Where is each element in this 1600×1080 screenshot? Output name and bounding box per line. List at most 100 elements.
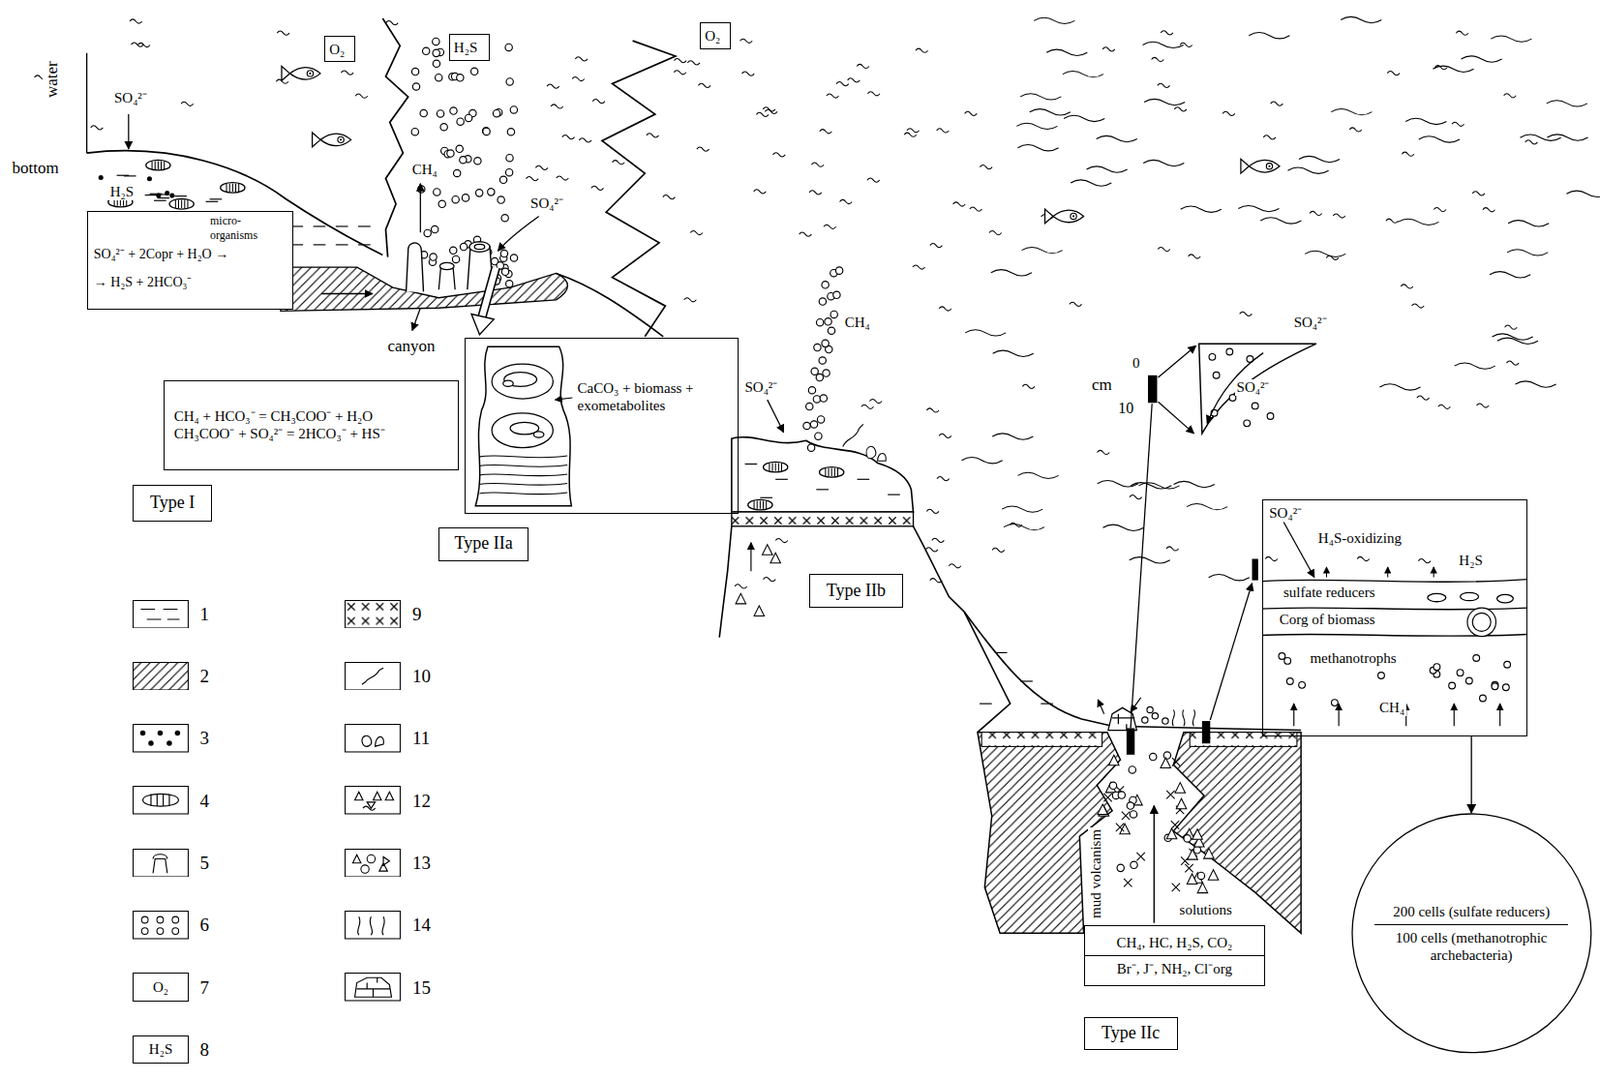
- annotation-label: canyon: [385, 336, 437, 357]
- worm-stripe: [778, 462, 780, 471]
- water-tilde: [1386, 218, 1399, 223]
- water-tilde: [925, 547, 938, 552]
- debris-triangle: [1109, 754, 1120, 766]
- carbonate-nodule: [503, 380, 514, 387]
- flux-arrow: [1433, 567, 1435, 578]
- carbonate-layer: [479, 474, 568, 477]
- methanotroph: [1479, 694, 1487, 702]
- water-tilde: [936, 477, 950, 482]
- mud-clast: [1129, 811, 1137, 818]
- water-tilde: [646, 133, 660, 138]
- worm-stripe: [154, 161, 156, 170]
- water-tilde: [1188, 254, 1202, 259]
- water-tilde: [1504, 93, 1517, 98]
- fish-pupil: [339, 138, 342, 141]
- water-wave: [1017, 145, 1058, 151]
- debris-triangle: [770, 552, 782, 564]
- text-box: H₂S: [449, 33, 490, 61]
- debris-triangle: [1160, 757, 1172, 769]
- worm-stripe: [175, 200, 177, 209]
- dash: [775, 479, 788, 481]
- water-tilde: [930, 242, 943, 247]
- water-tilde: [938, 433, 952, 438]
- water-tilde: [129, 19, 143, 24]
- legend-swatch: [344, 600, 401, 630]
- water-tilde: [840, 199, 853, 204]
- water-wave: [993, 350, 1034, 357]
- gas-bubble: [1226, 348, 1234, 356]
- worm-stripe: [160, 161, 162, 170]
- dash: [759, 497, 773, 499]
- swatch-frame: [133, 600, 189, 628]
- water-tilde: [1472, 191, 1485, 196]
- hollow-arrow-head: [471, 314, 494, 335]
- water-tilde: [612, 160, 626, 165]
- dash: [745, 463, 758, 465]
- cell-count-circle: 200 cells (sulfate reducers)100 cells (m…: [1351, 813, 1593, 1055]
- worm-stripe: [229, 183, 231, 192]
- water-wave: [1489, 271, 1531, 278]
- organism: [866, 446, 886, 461]
- water-tilde: [592, 98, 605, 103]
- gas-bubble: [440, 123, 448, 131]
- methane-arrow: [1453, 703, 1455, 726]
- water-wave: [1304, 250, 1346, 257]
- water-wave: [1017, 472, 1058, 479]
- water-tilde: [1387, 70, 1400, 75]
- gas-bubble: [1162, 718, 1169, 725]
- legend-number: 13: [412, 853, 431, 873]
- worm-stripe: [183, 200, 185, 209]
- debris-triangle: [1097, 804, 1109, 816]
- methane-arrow: [1338, 703, 1340, 726]
- organism: [843, 423, 864, 447]
- text-box: CH₄ + HCO₃⁻ = CH₃COO⁻ + H₂OCH₃COO⁻ + SO₄…: [163, 380, 460, 471]
- debris-triangle: [1176, 798, 1187, 810]
- annotation-label: cm: [1089, 375, 1115, 395]
- gas-bubble: [447, 150, 454, 157]
- water-wave: [1138, 483, 1179, 489]
- swatch-dot: [140, 730, 146, 736]
- water-wave: [1143, 41, 1184, 48]
- node-text: H₂S: [1456, 551, 1484, 570]
- worm-stripe: [765, 500, 767, 509]
- water-tilde: [755, 112, 769, 117]
- core-line: [1130, 403, 1152, 728]
- carbonate-nodule: [491, 413, 553, 449]
- node-text: CH₃COO⁻ + SO₄²⁻ = 2HCO₃⁻ + HS⁻: [174, 424, 450, 443]
- annotation-label: SO₄²⁻: [742, 379, 780, 396]
- gas-bubble: [811, 367, 818, 375]
- cell-ring: [1472, 612, 1491, 632]
- water-tilde: [386, 20, 399, 25]
- water-wave: [1097, 481, 1139, 487]
- water-wave: [1144, 98, 1185, 105]
- swatch-clast: [353, 854, 391, 872]
- carbonate-crust: [1108, 707, 1138, 730]
- water-wave: [1046, 49, 1087, 56]
- gas-bubble: [487, 188, 495, 196]
- water-wave: [1143, 159, 1184, 166]
- water-wave: [1508, 220, 1549, 227]
- carbonate-layer: [479, 455, 568, 458]
- gas-bubble: [1151, 713, 1158, 720]
- node-text: → H₂S + 2HCO₃⁻: [91, 274, 195, 292]
- legend-swatch: [132, 600, 189, 630]
- swatch-clast-circle: [361, 865, 369, 874]
- annotation-label: CH₄: [410, 161, 440, 179]
- water-tilde: [1455, 30, 1469, 35]
- water-tilde: [535, 165, 548, 170]
- methanotroph: [1504, 661, 1511, 668]
- gas-bubble: [833, 291, 841, 299]
- water-wave: [1260, 217, 1301, 224]
- legend-number: 10: [412, 666, 431, 686]
- carbonate-nodule: [491, 363, 553, 399]
- water-wave: [1003, 524, 1045, 531]
- water-tilde: [856, 63, 870, 68]
- water-wave: [1492, 333, 1534, 340]
- debris-triangle: [1192, 829, 1204, 841]
- text-box: O₂: [132, 972, 189, 1002]
- worm: [748, 499, 773, 511]
- gas-bubble: [1142, 717, 1148, 724]
- bacterium: [1460, 592, 1480, 601]
- water-wave: [1020, 93, 1061, 100]
- bacterium: [1427, 593, 1447, 602]
